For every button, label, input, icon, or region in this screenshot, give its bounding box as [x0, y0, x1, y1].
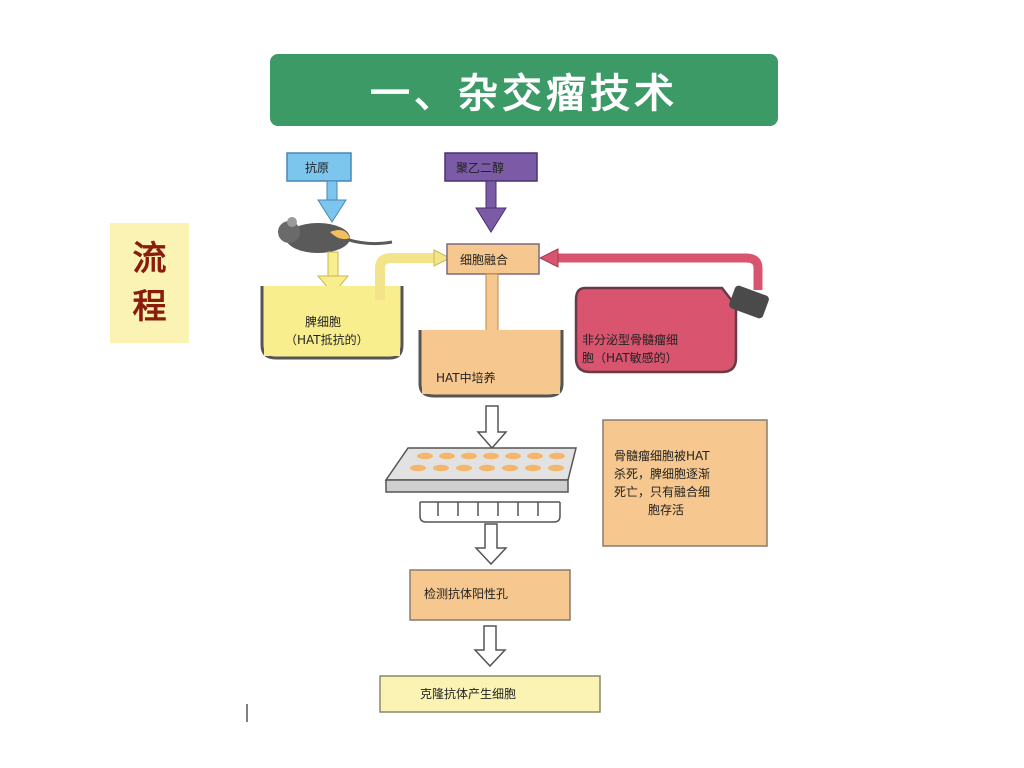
hat-culture-label: HAT中培养 [436, 370, 496, 385]
title-banner: 一、杂交瘤技术 [270, 54, 778, 126]
clone-node: 克隆抗体产生细胞 [379, 675, 601, 713]
arrow-spleen-to-fusion [375, 253, 436, 300]
antigen-node: 抗原 [286, 152, 352, 223]
detect-label: 检测抗体阳性孔 [424, 586, 508, 601]
arrow-hat-to-plate [476, 405, 508, 450]
myeloma-label-1: 非分泌型骨髓瘤细 [582, 332, 678, 347]
fusion-node: 细胞融合 [446, 243, 540, 275]
note-line-4: 胞存活 [648, 503, 684, 517]
side-label: 流 程 [110, 223, 189, 343]
myeloma-label-2: 胞（HAT敏感的） [582, 350, 678, 365]
arrow-myeloma-to-fusion [556, 253, 763, 290]
peg-label: 聚乙二醇 [456, 160, 504, 175]
page-title: 一、杂交瘤技术 [370, 70, 678, 117]
hat-culture-beaker: HAT中培养 [418, 330, 564, 398]
antigen-label: 抗原 [305, 160, 329, 175]
arrow-myeloma-to-fusion-head [538, 248, 559, 268]
well-plate-icon [384, 447, 577, 493]
spleen-cell-beaker: 脾细胞 （HAT抵抗的） [260, 286, 404, 360]
note-line-1: 骨髓瘤细胞被HAT [614, 448, 710, 463]
note-box: 骨髓瘤细胞被HAT 杀死，脾细胞逐渐 死亡，只有融合细 胞存活 [602, 419, 768, 547]
spleen-label-2: （HAT抵抗的） [285, 332, 369, 347]
myeloma-flask: 非分泌型骨髓瘤细 胞（HAT敏感的） [574, 285, 769, 374]
arrow-detect-to-clone [473, 625, 507, 668]
peg-node: 聚乙二醇 [444, 152, 538, 233]
detect-node: 检测抗体阳性孔 [409, 569, 571, 621]
fusion-label: 细胞融合 [460, 252, 508, 267]
side-label-char-2: 程 [132, 287, 167, 327]
note-line-3: 死亡，只有融合细 [614, 484, 710, 499]
note-line-2: 杀死，脾细胞逐渐 [614, 466, 710, 481]
multichannel-comb-icon [419, 501, 561, 523]
mouse-icon [278, 217, 393, 253]
arrow-mouse-to-spleen [316, 251, 350, 295]
arrow-spleen-to-fusion-head [433, 249, 452, 267]
arrow-plate-to-detect [474, 523, 508, 566]
clone-label: 克隆抗体产生细胞 [420, 686, 516, 701]
spleen-label-1: 脾细胞 [305, 314, 341, 329]
side-label-char-1: 流 [132, 239, 167, 279]
